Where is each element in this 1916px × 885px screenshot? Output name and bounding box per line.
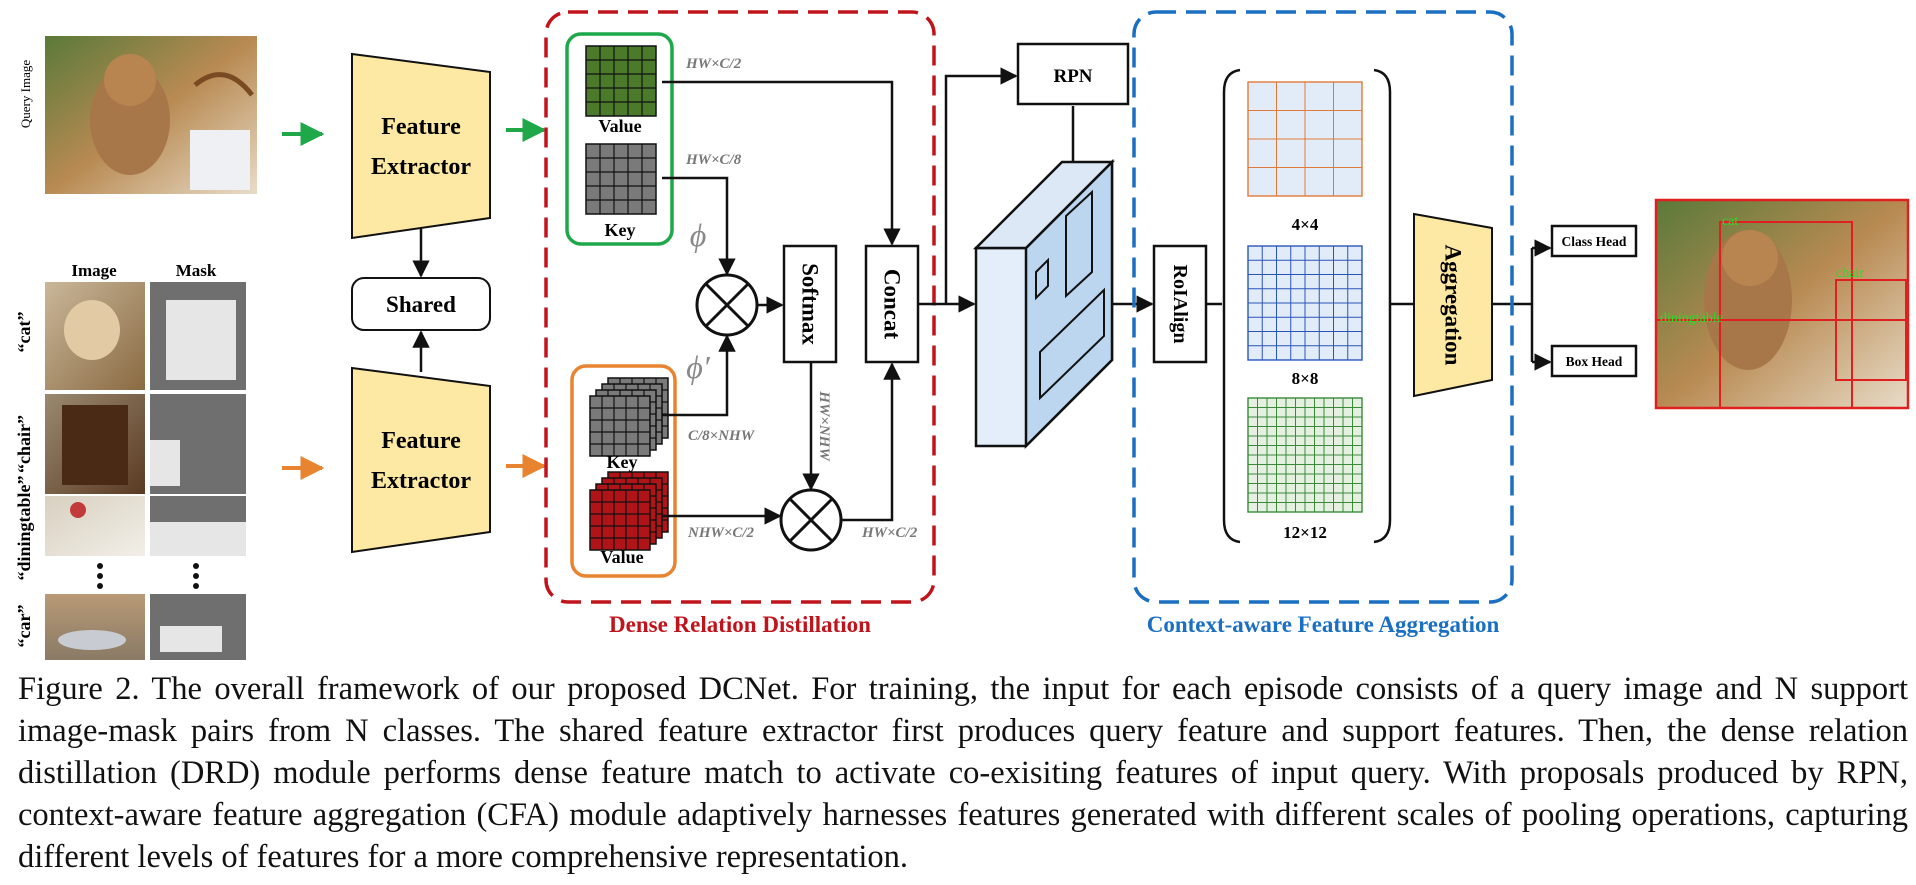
- query-value-label: Value: [598, 116, 641, 136]
- pooling-grid-12x12: [1247, 397, 1363, 513]
- dim-support-value-label: NHW×C/2: [687, 525, 755, 541]
- detection-label-diningtable: diningtable: [1660, 311, 1723, 326]
- support-mask-chair: [150, 394, 246, 494]
- matmul-operator-1: [695, 273, 759, 337]
- svg-text:Concat: Concat: [880, 269, 905, 340]
- cfa-title: Context-aware Feature Aggregation: [1147, 612, 1500, 637]
- query-kv-box: [565, 32, 674, 246]
- concat-box: Concat: [864, 244, 920, 364]
- box-head-box: Box Head: [1550, 344, 1638, 378]
- support-pairs: “cat” “chair” “diningtable”: [14, 282, 246, 660]
- pooling-grid-4x4: [1247, 81, 1363, 197]
- class-label-car: “car”: [14, 605, 34, 648]
- detection-label-chair: chair: [1836, 266, 1864, 281]
- class-label-chair: “chair”: [14, 415, 34, 473]
- support-kv-box: [570, 364, 677, 578]
- svg-text:Box Head: Box Head: [1566, 354, 1623, 369]
- pooling-grid-label-8x8: 8×8: [1292, 369, 1319, 388]
- feature-extractor-support: Feature Extractor: [351, 366, 491, 554]
- cfa-module-border: [1132, 10, 1514, 604]
- query-key-label: Key: [605, 220, 636, 240]
- pooling-grid-8x8: [1247, 245, 1363, 361]
- svg-text:Class Head: Class Head: [1562, 234, 1627, 249]
- query-input-group: Query Image: [18, 36, 257, 194]
- query-key-tensor: [585, 143, 657, 215]
- support-mask-car: [150, 594, 246, 660]
- support-image-chair: [45, 394, 145, 494]
- support-key-tensor: [589, 377, 669, 457]
- svg-text:Softmax: Softmax: [798, 263, 823, 345]
- dim-value-label: HW×C/2: [685, 56, 742, 72]
- svg-text:Extractor: Extractor: [371, 154, 471, 180]
- class-label-cat: “cat”: [14, 312, 34, 353]
- class-label-diningtable: “diningtable”: [14, 475, 34, 580]
- pooling-grid-label-12x12: 12×12: [1283, 523, 1327, 542]
- support-image-cat: [45, 282, 145, 390]
- svg-text:RoIAlign: RoIAlign: [1169, 265, 1191, 344]
- svg-text:Aggregation: Aggregation: [1441, 245, 1466, 366]
- svg-text:Extractor: Extractor: [371, 468, 471, 494]
- support-value-tensor: [589, 471, 669, 551]
- svg-text:RPN: RPN: [1053, 66, 1092, 87]
- support-image-diningtable: [45, 496, 145, 556]
- figure-caption: Figure 2. The overall framework of our p…: [18, 671, 1908, 875]
- drd-arrows: [662, 80, 901, 525]
- query-value-tensor: [585, 45, 657, 117]
- mask-column-header: Mask: [176, 261, 217, 280]
- drd-title: Dense Relation Distillation: [609, 612, 871, 637]
- query-image-label: Query Image: [18, 60, 33, 128]
- phi-label: ϕ: [690, 217, 707, 253]
- dim-out-label: HW×C/2: [861, 525, 918, 541]
- pooling-bracket: [1222, 68, 1392, 544]
- framework-diagram: Query Image Image Mask “cat” “chair”: [14, 10, 1910, 660]
- detection-label-cat: cat: [1722, 214, 1738, 229]
- pooling-grid-label-4x4: 4×4: [1292, 215, 1319, 234]
- support-mask-cat: [150, 282, 246, 390]
- phi-prime-label: ϕ′: [686, 349, 711, 385]
- dim-key-label: HW×C/8: [685, 152, 742, 168]
- roialign-box: RoIAlign: [1152, 244, 1208, 364]
- svg-text:Feature: Feature: [381, 428, 461, 454]
- softmax-box: Softmax: [782, 244, 838, 364]
- support-image-car: [45, 594, 145, 660]
- support-key-label: Key: [607, 452, 638, 472]
- class-head-box: Class Head: [1550, 224, 1638, 258]
- svg-text:Feature: Feature: [381, 114, 461, 140]
- matmul-operator-2: [779, 488, 843, 552]
- image-column-header: Image: [71, 261, 117, 280]
- svg-text:Shared: Shared: [386, 292, 456, 317]
- output-detection-image: cat chair diningtable: [1654, 198, 1910, 410]
- support-mask-diningtable: [150, 496, 246, 556]
- dim-softmax-out-label: HW×NHW: [816, 390, 832, 462]
- feature-extractor-query: Feature Extractor: [351, 52, 491, 240]
- dim-support-key-label: C/8×NHW: [688, 428, 756, 444]
- query-image: [45, 36, 257, 194]
- shared-box: Shared: [351, 277, 491, 331]
- support-value-label: Value: [600, 547, 643, 567]
- ellipsis-dots: [97, 563, 199, 589]
- feature-map-3d: [972, 158, 1116, 450]
- aggregation-block: Aggregation: [1413, 212, 1493, 398]
- rpn-box: RPN: [1016, 42, 1130, 106]
